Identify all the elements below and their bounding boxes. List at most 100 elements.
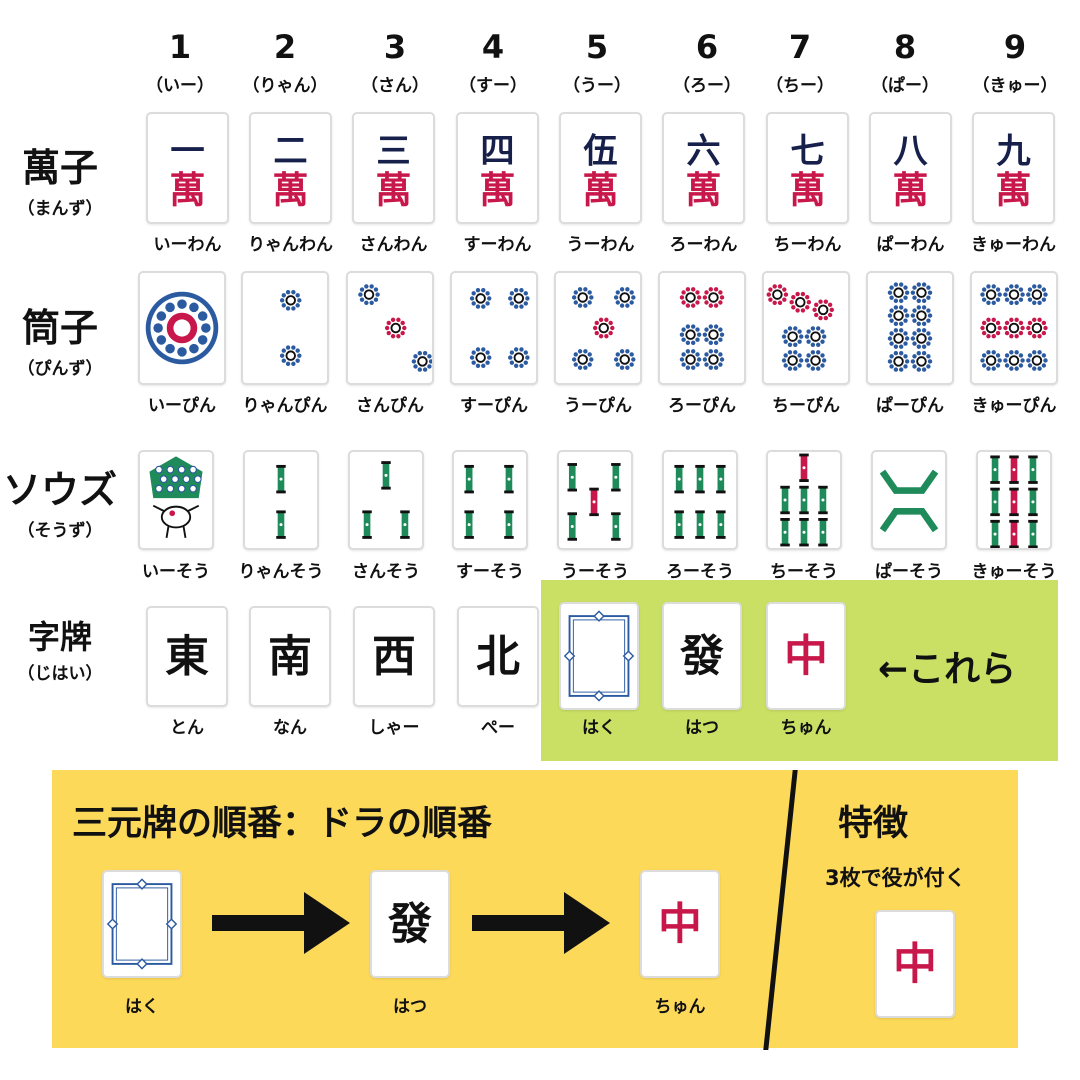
pin-circle [887, 305, 910, 326]
haku-frame-icon [106, 878, 178, 970]
pin-circle [1026, 317, 1048, 339]
bamboo-stick [611, 512, 621, 541]
bamboo-stick [464, 510, 474, 539]
pin-circle [279, 345, 302, 367]
pin-circle [910, 282, 933, 304]
row-title: 筒子 [21, 306, 98, 350]
souzu-tile [766, 450, 842, 550]
column-reading: （うー） [563, 76, 631, 96]
tile-name: ちーぴん [772, 396, 840, 416]
honor-tile: 南 [249, 606, 331, 707]
tile-name: ぱーわん [876, 235, 945, 255]
tile-name: りゃんわん [248, 235, 333, 255]
order-tile-name: はつ [393, 997, 427, 1017]
souzu-tile [976, 450, 1052, 550]
tile-name: きゅーわん [971, 235, 1056, 255]
bamboo-stick [567, 463, 577, 492]
pin-circle [980, 284, 1002, 305]
row-title: 字牌 [27, 618, 92, 656]
tile-name: ぱーそう [875, 562, 943, 582]
svg-text:發: 發 [387, 899, 432, 950]
svg-text:三: 三 [376, 131, 410, 171]
bamboo-stick [716, 464, 726, 494]
pin-circle [887, 351, 910, 372]
bamboo-stick [674, 510, 684, 539]
tile-name: ちーわん [773, 235, 842, 255]
manzu-tile: 六萬 [662, 112, 745, 224]
svg-text:發: 發 [679, 631, 724, 682]
column-number: 8 [893, 28, 917, 66]
pinzu-tile [762, 271, 850, 385]
bamboo-stick [611, 463, 621, 492]
highlight-label: ←これら [878, 649, 1017, 690]
row-label-manzu: 萬子 （まんず） [0, 147, 120, 219]
pin-circle [789, 291, 812, 313]
pin-circle [571, 349, 594, 370]
pin-circle [980, 317, 1002, 339]
order-title: 三元牌の順番：ドラの順番 [72, 804, 493, 844]
tile-name: ろーそう [666, 562, 734, 582]
svg-text:萬: 萬 [582, 168, 618, 211]
haku-frame-icon [563, 610, 635, 702]
bamboo-stick [1028, 455, 1038, 484]
svg-text:中: 中 [893, 939, 937, 990]
pin-circle [1026, 350, 1048, 371]
bamboo-stick [674, 464, 684, 494]
column-number: 4 [481, 28, 505, 66]
pinzu-tile [450, 271, 538, 385]
manzu-tile: 二萬 [249, 112, 332, 224]
pinzu-tile [970, 271, 1058, 385]
bamboo-stick [1028, 519, 1038, 548]
arrow-right-icon [212, 892, 350, 954]
pin-circle [508, 347, 530, 368]
tile-name: はく [582, 718, 616, 738]
svg-text:北: 北 [476, 632, 520, 683]
svg-text:一: 一 [170, 131, 204, 171]
pin-circle [910, 328, 933, 349]
column-reading: （いー） [146, 76, 214, 96]
pin-circle [887, 328, 910, 349]
tile-name: うーそう [561, 562, 629, 582]
bamboo-stick [716, 510, 726, 539]
bamboo-stick [1028, 487, 1038, 517]
tile-name: ちゅん [780, 718, 832, 738]
souzu-tile [138, 450, 214, 550]
pin-circle [781, 326, 804, 347]
tile-name: しゃー [368, 718, 420, 738]
bamboo-stick [818, 518, 828, 547]
row-label-pinzu: 筒子 （ぴんず） [0, 306, 120, 379]
pin-circle [702, 287, 725, 308]
bamboo-stick [1009, 455, 1019, 484]
souzu-tile [871, 450, 947, 550]
column-number: 9 [1003, 28, 1027, 66]
svg-text:萬: 萬 [375, 168, 411, 211]
pin-circle [384, 317, 407, 339]
svg-text:萬: 萬 [272, 168, 308, 211]
pin-circle [1003, 317, 1025, 339]
column-number: 7 [788, 28, 812, 66]
bamboo-stick [276, 464, 286, 494]
bamboo-stick [799, 485, 809, 515]
bamboo-stick [1009, 519, 1019, 548]
pin-big-circle [145, 291, 219, 365]
bamboo-stick [567, 512, 577, 541]
feature-text: 3枚で役が付く [825, 866, 966, 890]
pin-circle [411, 351, 432, 372]
svg-text:萬: 萬 [995, 168, 1031, 211]
order-box [52, 770, 1018, 1048]
column-number: 1 [168, 28, 192, 66]
svg-text:萬: 萬 [479, 168, 515, 211]
bamboo-stick [695, 464, 705, 494]
pin-circle [679, 287, 702, 308]
pin-circle [804, 350, 827, 371]
honor-tile: 西 [353, 606, 435, 707]
pinzu-tile [138, 271, 226, 385]
bamboo-stick [799, 518, 809, 547]
tile-name: ろーわん [669, 235, 738, 255]
pin-circle [469, 288, 492, 309]
pin-circle [702, 324, 725, 346]
pin-circle [279, 289, 302, 311]
tile-name: はつ [685, 718, 719, 738]
column-reading: （ぱー） [871, 76, 939, 96]
tile-name: ぱーぴん [876, 396, 944, 416]
